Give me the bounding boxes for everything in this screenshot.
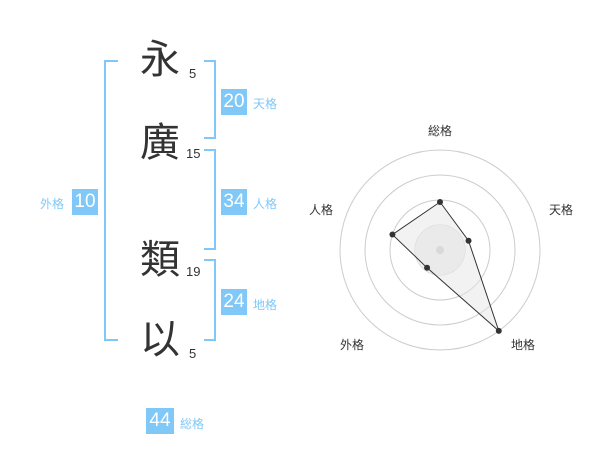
radar-point-2	[465, 237, 472, 244]
jinkaku-value: 34	[221, 189, 247, 215]
radar-grid-ring	[364, 174, 516, 326]
tenkaku-bracket	[204, 60, 216, 139]
radar-point-3	[495, 327, 502, 334]
name-char-4: 以	[140, 317, 180, 363]
jinkaku-label: 人格	[253, 197, 278, 211]
soukaku-label: 総格	[180, 417, 205, 431]
stroke-count-3: 19	[186, 264, 201, 279]
stroke-count-4: 5	[189, 346, 197, 361]
radar-label-jinkaku: 人格	[309, 203, 334, 217]
stroke-count-2: 15	[186, 146, 201, 161]
radar-data-polygon	[391, 201, 500, 333]
radar-point-4	[424, 264, 431, 271]
jinkaku-bracket	[204, 149, 216, 250]
gaikaku-label: 外格	[40, 197, 65, 211]
radar-point-5	[389, 231, 396, 238]
radar-label-soukaku: 総格	[428, 124, 453, 138]
name-char-3: 類	[140, 237, 180, 283]
gaikaku-value: 10	[72, 189, 98, 215]
radar-point-1	[437, 199, 443, 205]
chikaku-value: 24	[221, 289, 247, 315]
soukaku-value: 44	[146, 408, 174, 434]
tenkaku-value: 20	[221, 89, 247, 115]
chikaku-label: 地格	[253, 298, 278, 312]
name-char-1: 永	[140, 37, 180, 83]
gaikaku-bracket	[104, 60, 118, 341]
radar-label-chikaku: 地格	[511, 338, 536, 352]
name-char-2: 廣	[140, 120, 180, 166]
stroke-count-1: 5	[189, 66, 197, 81]
radar-label-gaikaku: 外格	[340, 338, 365, 352]
radar-label-tenkaku: 天格	[549, 203, 574, 217]
chikaku-bracket	[204, 259, 216, 341]
tenkaku-label: 天格	[253, 97, 278, 111]
radar-grid-ring	[339, 149, 541, 351]
